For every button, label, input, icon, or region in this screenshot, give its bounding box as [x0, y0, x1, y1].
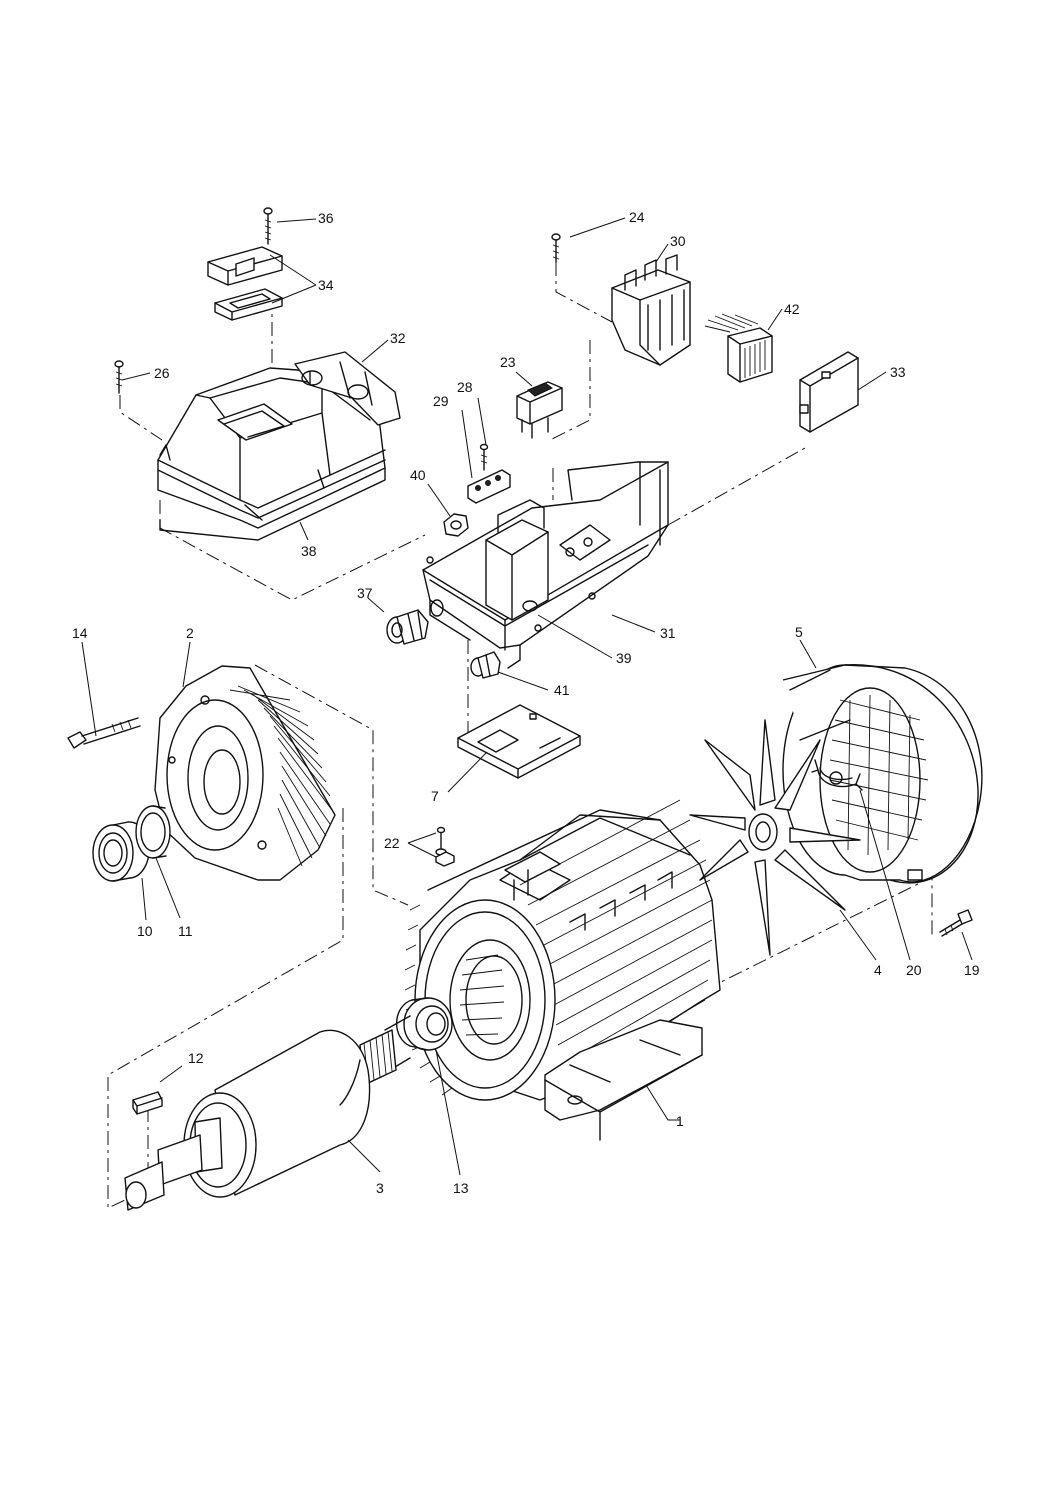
- rocker-switch-23: [516, 381, 563, 439]
- ring-11: [135, 805, 171, 859]
- callout-36: 36: [318, 210, 334, 226]
- contactor-30: [611, 254, 691, 366]
- rectifier-42: [704, 313, 773, 383]
- clip-20: [811, 759, 863, 791]
- callout-22: 22: [384, 835, 400, 851]
- terminal-box-31: [422, 461, 669, 669]
- fan-cover-5: [782, 664, 983, 884]
- callout-20: 20: [906, 962, 922, 978]
- capacitor-33: [799, 351, 859, 433]
- callout-3: 3: [376, 1180, 384, 1196]
- terminal-block-29: [467, 469, 511, 504]
- callout-24: 24: [629, 209, 645, 225]
- leader-lines: [81, 217, 973, 1176]
- callout-4: 4: [874, 962, 882, 978]
- screw-36: [263, 207, 273, 245]
- callout-33: 33: [890, 364, 906, 380]
- gasket-7: [457, 704, 581, 779]
- callout-39: 39: [616, 650, 632, 666]
- bolt-19: [939, 909, 973, 937]
- callout-12: 12: [188, 1050, 204, 1066]
- screw-22: [435, 826, 455, 867]
- screw-24: [551, 233, 561, 263]
- bolt-14: [67, 717, 141, 749]
- callout-23: 23: [500, 354, 516, 370]
- terminal-box-cover-32-38: [157, 351, 401, 541]
- seal-13: [395, 997, 453, 1051]
- callout-19: 19: [964, 962, 980, 978]
- callout-11: 11: [178, 923, 193, 939]
- callout-31: 31: [660, 625, 676, 641]
- callout-14: 14: [72, 625, 88, 641]
- callout-34: 34: [318, 277, 334, 293]
- callout-1: 1: [676, 1113, 684, 1129]
- key-12: [132, 1091, 163, 1115]
- callout-42: 42: [784, 301, 800, 317]
- callout-37: 37: [357, 585, 373, 601]
- callout-40: 40: [410, 467, 426, 483]
- switch-cover-34: [207, 246, 283, 321]
- screw-26: [114, 360, 124, 394]
- nut-40: [443, 513, 469, 537]
- callout-29: 29: [433, 393, 449, 409]
- callout-13: 13: [453, 1180, 469, 1196]
- cable-gland-41: [470, 651, 501, 679]
- rotor-3: [124, 1015, 411, 1211]
- cable-gland-37: [386, 609, 429, 645]
- callout-30: 30: [670, 233, 686, 249]
- fan-4: [689, 719, 861, 956]
- callout-41: 41: [554, 682, 570, 698]
- callout-38: 38: [301, 543, 317, 559]
- callout-32: 32: [390, 330, 406, 346]
- end-shield-2: [154, 665, 336, 881]
- callout-2: 2: [186, 625, 194, 641]
- stator-housing-1: [404, 799, 721, 1141]
- callout-7: 7: [431, 788, 439, 804]
- callout-10: 10: [137, 923, 153, 939]
- callout-labels: 36 34 32 26 38 24 30 42 33 23 28 29 40 3…: [72, 209, 980, 1196]
- callout-5: 5: [795, 624, 803, 640]
- callout-26: 26: [154, 365, 170, 381]
- callout-28: 28: [457, 379, 473, 395]
- screw-28: [479, 443, 489, 471]
